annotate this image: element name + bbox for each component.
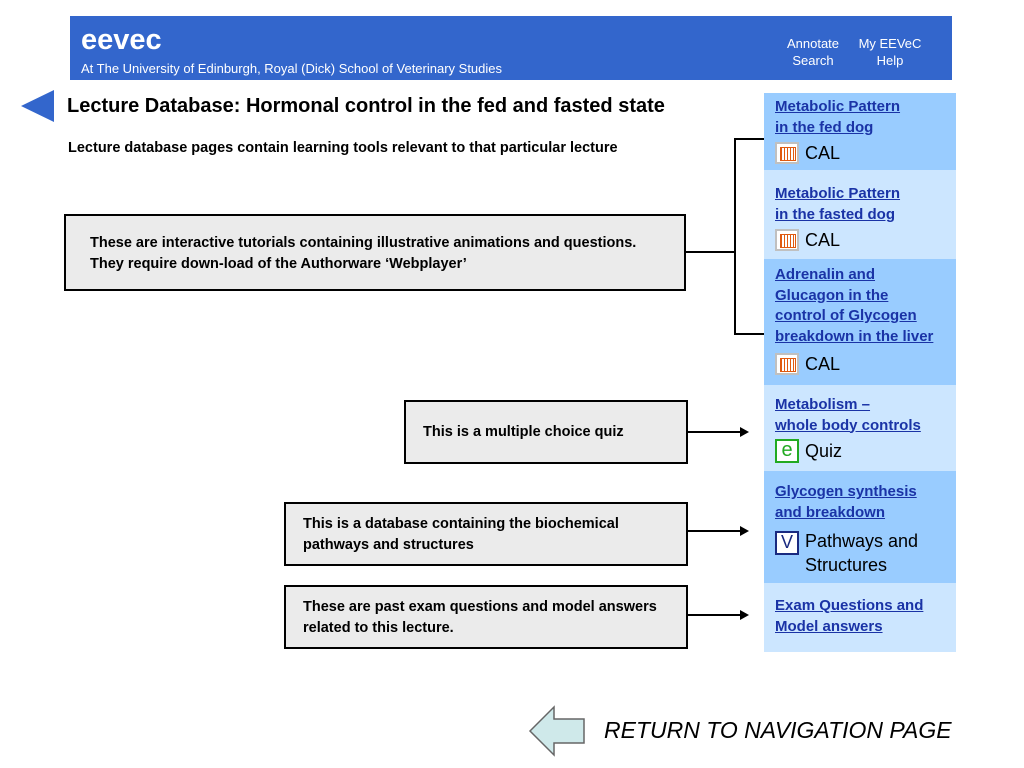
sidebar-link-line[interactable]: Glucagon in the — [775, 286, 889, 304]
sidebar-link-line[interactable]: Model answers — [775, 617, 883, 635]
arrow-right-icon — [740, 610, 749, 620]
tutorials-note-text: These are interactive tutorials containi… — [90, 235, 637, 272]
bracket-bottom — [734, 333, 764, 335]
pathways-v-icon: V — [775, 531, 799, 555]
site-brand[interactable]: eevec — [81, 24, 162, 56]
sidebar-item-fasted-dog: Metabolic Pattern in the fasted dog CAL — [764, 170, 956, 259]
database-note-text: This is a database containing the bioche… — [303, 516, 619, 553]
cal-resource[interactable]: CAL — [775, 352, 840, 376]
sidebar-link-line[interactable]: and breakdown — [775, 503, 886, 521]
cal-resource[interactable]: CAL — [775, 228, 840, 252]
return-navigation-link[interactable]: RETURN TO NAVIGATION PAGE — [604, 717, 952, 743]
arrow-right-icon — [740, 427, 749, 437]
resource-label: CAL — [805, 143, 841, 163]
quiz-arrow-line — [688, 431, 740, 433]
sidebar-link-line[interactable]: Exam Questions and — [775, 597, 924, 614]
page-title: Lecture Database: Hormonal control in th… — [67, 95, 665, 117]
cal-icon — [775, 229, 799, 251]
pathways-resource[interactable]: V Pathways and Structures — [775, 529, 918, 577]
back-arrow-icon[interactable] — [21, 90, 54, 122]
quiz-note-box: This is a multiple choice quiz — [404, 400, 688, 464]
sidebar-link-line[interactable]: breakdown in the liver — [775, 327, 934, 345]
resource-label: Quiz — [805, 441, 843, 461]
quiz-note-text: This is a multiple choice quiz — [423, 424, 624, 440]
resource-label: Pathways and Structures — [805, 529, 918, 577]
sidebar-link-line[interactable]: Glycogen synthesis — [775, 483, 917, 500]
annotate-link[interactable]: Annotate — [786, 36, 840, 51]
resource-label: CAL — [805, 230, 841, 250]
sidebar-item-metabolism-quiz: Metabolism – whole body controls e Quiz — [764, 385, 956, 471]
sidebar-item-fed-dog: Metabolic Pattern in the fed dog CAL — [764, 93, 956, 170]
database-arrow-line — [688, 530, 740, 532]
search-link[interactable]: Search — [792, 53, 834, 68]
exam-note-text: These are past exam questions and model … — [303, 599, 657, 636]
sidebar-item-exam: Exam Questions and Model answers — [764, 583, 956, 652]
database-note-box: This is a database containing the bioche… — [284, 502, 688, 566]
sidebar-link-line[interactable]: Metabolism – — [775, 396, 871, 413]
sidebar-link-line[interactable]: in the fed dog — [775, 118, 874, 136]
quiz-resource[interactable]: e Quiz — [775, 439, 842, 463]
sidebar-link-line[interactable]: Adrenalin and — [775, 266, 876, 283]
sidebar-item-adrenalin-glucagon: Adrenalin and Glucagon in the control of… — [764, 259, 956, 385]
sidebar-link-line[interactable]: Metabolic Pattern — [775, 98, 901, 115]
exam-arrow-line — [688, 614, 740, 616]
sidebar-item-glycogen: Glycogen synthesis and breakdown V Pathw… — [764, 471, 956, 583]
cal-icon — [775, 353, 799, 375]
resource-label: CAL — [805, 354, 841, 374]
sidebar-link-line[interactable]: in the fasted dog — [775, 205, 895, 223]
resource-label-line: Pathways and — [805, 531, 919, 551]
sidebar-link-line[interactable]: whole body controls — [775, 416, 921, 434]
bracket-line — [734, 138, 736, 335]
sidebar-link-line[interactable]: control of Glycogen — [775, 307, 917, 324]
connector-line — [686, 251, 736, 253]
site-header: eevec At The University of Edinburgh, Ro… — [70, 16, 952, 80]
quiz-e-icon: e — [775, 439, 799, 463]
help-link[interactable]: Help — [876, 53, 904, 68]
page-description: Lecture database pages contain learning … — [68, 140, 618, 156]
cal-icon — [775, 142, 799, 164]
my-eevec-link[interactable]: My EEVeC — [858, 36, 922, 51]
exam-note-box: These are past exam questions and model … — [284, 585, 688, 649]
resource-label-line: Structures — [805, 555, 888, 575]
arrow-right-icon — [740, 526, 749, 536]
site-subtitle: At The University of Edinburgh, Royal (D… — [81, 61, 503, 76]
tutorials-note-box: These are interactive tutorials containi… — [64, 214, 686, 291]
cal-resource[interactable]: CAL — [775, 141, 840, 165]
return-arrow-icon[interactable] — [528, 705, 588, 757]
sidebar-link-line[interactable]: Metabolic Pattern — [775, 185, 901, 202]
bracket-top — [734, 138, 764, 140]
